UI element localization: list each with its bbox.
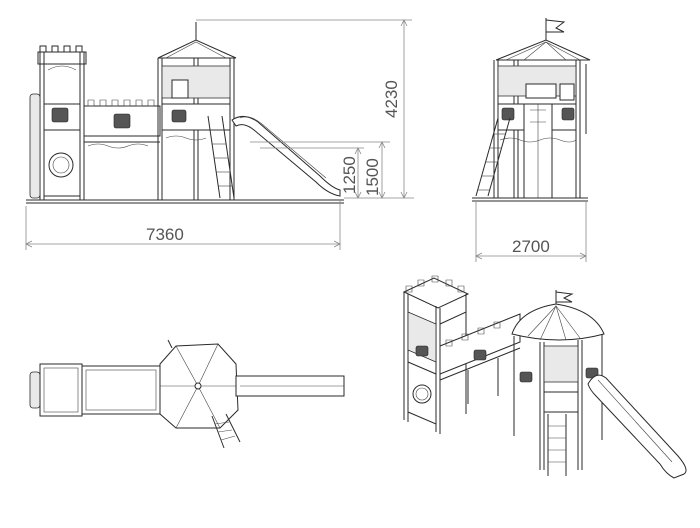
iso-ladder bbox=[547, 414, 567, 476]
dimension-height-1500: 1500 bbox=[363, 158, 382, 196]
isometric-view bbox=[402, 275, 687, 479]
bridge-section bbox=[83, 99, 161, 149]
shield-emblem-icon bbox=[51, 107, 69, 123]
iso-bridge bbox=[439, 313, 521, 404]
side-dimensions: 2700 bbox=[475, 202, 587, 262]
front-slide bbox=[231, 116, 341, 197]
dimension-width-side: 2700 bbox=[512, 237, 550, 256]
left-tower-top bbox=[37, 45, 87, 65]
flag-icon bbox=[545, 19, 566, 33]
right-tower bbox=[157, 22, 237, 200]
dimension-width-front: 7360 bbox=[146, 225, 184, 244]
side-ladder bbox=[475, 117, 511, 197]
iso-slide bbox=[587, 374, 687, 479]
dimension-height-1250: 1250 bbox=[340, 156, 359, 194]
iso-right-tower bbox=[511, 290, 605, 470]
dimension-height-total: 4230 bbox=[382, 80, 401, 118]
porthole-icon bbox=[48, 152, 74, 178]
plan-ladder bbox=[211, 413, 241, 449]
front-dimensions: 4230 1500 1250 7360 bbox=[25, 19, 414, 250]
plan-view bbox=[29, 339, 345, 449]
front-ladder bbox=[207, 115, 235, 199]
side-elevation-view bbox=[472, 18, 591, 202]
front-elevation-view bbox=[26, 22, 344, 204]
